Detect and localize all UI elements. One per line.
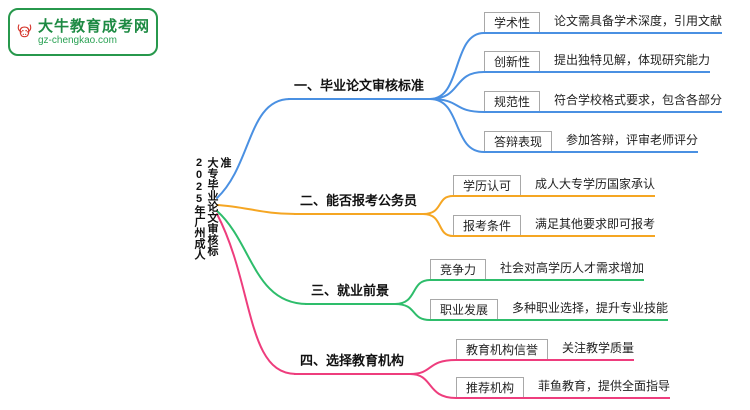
subtopic-desc: 成人大专学历国家承认 — [535, 177, 656, 191]
branch1-connectors — [216, 32, 485, 199]
subtopic-row: 答辩表现 参加答辩，评审老师评分 — [484, 131, 699, 153]
subtopic-label: 创新性 — [484, 51, 541, 71]
logo-domain: gz-chengkao.com — [37, 34, 117, 46]
subtopic-desc: 社会对高学历人才需求增加 — [500, 261, 645, 275]
subtopic-label: 教育机构信誉 — [456, 339, 549, 359]
branch-topic-3: 三、就业前景 — [305, 280, 396, 305]
subtopic-desc: 多种职业选择，提升专业技能 — [512, 301, 669, 315]
subtopic-row: 学历认可 成人大专学历国家承认 — [453, 175, 656, 197]
subtopic-label: 推荐机构 — [456, 377, 525, 397]
subtopic-desc: 提出独特见解，体现研究能力 — [554, 53, 711, 67]
subtopic-desc: 满足其他要求即可报考 — [535, 217, 656, 231]
branch3-connectors — [216, 210, 431, 321]
subtopic-desc: 关注教学质量 — [562, 341, 635, 355]
subtopic-label: 学术性 — [484, 12, 541, 32]
subtopic-label: 学历认可 — [453, 175, 522, 195]
subtopic-row: 教育机构信誉 关注教学质量 — [456, 339, 635, 361]
subtopic-row: 推荐机构 菲鱼教育，提供全面指导 — [456, 377, 671, 399]
subtopic-row: 竞争力 社会对高学历人才需求增加 — [430, 259, 645, 281]
subtopic-desc: 参加答辩，评审老师评分 — [566, 133, 699, 147]
subtopic-row: 学术性 论文需具备学术深度，引用文献 — [484, 12, 723, 34]
subtopic-row: 报考条件 满足其他要求即可报考 — [453, 215, 656, 237]
subtopic-label: 答辩表现 — [484, 131, 553, 151]
bull-icon — [17, 24, 32, 38]
subtopic-row: 职业发展 多种职业选择，提升专业技能 — [430, 299, 669, 321]
branch4-connectors — [216, 213, 457, 399]
branch2-connectors — [216, 195, 454, 237]
subtopic-row: 规范性 符合学校格式要求，包含各部分 — [484, 91, 723, 113]
subtopic-desc: 论文需具备学术深度，引用文献 — [554, 14, 723, 28]
subtopic-desc: 菲鱼教育，提供全面指导 — [538, 379, 671, 393]
subtopic-label: 职业发展 — [430, 299, 499, 319]
subtopic-row: 创新性 提出独特见解，体现研究能力 — [484, 51, 711, 73]
subtopic-label: 竞争力 — [430, 259, 487, 279]
branch-topic-4: 四、选择教育机构 — [294, 350, 411, 375]
branch-topic-1: 一、毕业论文审核标准 — [288, 75, 431, 100]
site-logo: 大牛教育成考网 gz-chengkao.com — [8, 8, 158, 56]
subtopic-label: 规范性 — [484, 91, 541, 111]
logo-title: 大牛教育成考网 — [37, 17, 150, 35]
root-topic: 2025年广州成人大专毕业论文审核标准 — [193, 157, 231, 260]
subtopic-desc: 符合学校格式要求，包含各部分 — [554, 93, 723, 107]
subtopic-label: 报考条件 — [453, 215, 522, 235]
branch-topic-2: 二、能否报考公务员 — [294, 190, 424, 215]
